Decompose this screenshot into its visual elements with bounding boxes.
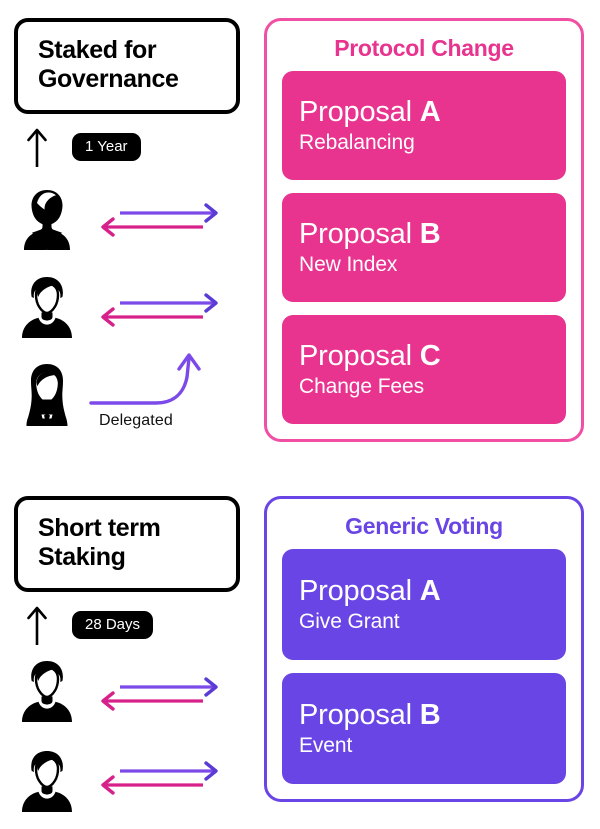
short-term-duration-row: 28 Days <box>24 604 154 646</box>
proposal-card[interactable]: Proposal A Give Grant <box>282 549 566 660</box>
governance-duration-row: 1 Year <box>24 126 141 168</box>
page-title: Staked for Governance <box>38 35 179 94</box>
proposal-card[interactable]: Proposal A Rebalancing <box>282 71 566 180</box>
short-term-staking-title-box: Short term Staking <box>14 496 240 592</box>
delegated-label: Delegated <box>99 412 173 429</box>
page-title: Short term Staking <box>38 513 161 572</box>
proposal-card-title-text: Proposal <box>299 575 420 608</box>
governance-duration-badge: 1 Year <box>72 133 141 161</box>
panel-title: Protocol Change <box>334 35 514 61</box>
avatar-suit-bob-icon <box>18 186 76 250</box>
proposal-card-letter: B <box>419 218 441 251</box>
proposal-card[interactable]: Proposal B Event <box>282 673 566 784</box>
proposal-card-subtitle: Rebalancing <box>299 130 415 154</box>
proposal-card-letter: A <box>419 575 441 608</box>
proposal-card-title-text: Proposal <box>299 340 420 373</box>
proposal-card-subtitle: New Index <box>299 252 398 276</box>
proposal-card-list: Proposal A Give Grant Proposal B Event <box>282 549 566 784</box>
proposal-card-letter: B <box>419 699 441 732</box>
proposal-card-title: Proposal B <box>299 218 566 250</box>
proposal-card-subtitle: Give Grant <box>299 609 400 633</box>
proposal-card-letter: A <box>419 96 441 129</box>
bidirectional-arrows <box>93 202 228 242</box>
proposal-card-subtitle: Change Fees <box>299 374 424 398</box>
proposal-card-letter: C <box>419 340 441 373</box>
proposal-card-title: Proposal C <box>299 340 566 372</box>
proposal-card[interactable]: Proposal B New Index <box>282 193 566 302</box>
proposal-card-title-text: Proposal <box>299 699 420 732</box>
panel-title: Generic Voting <box>345 513 503 539</box>
generic-voting-panel: Generic Voting Proposal A Give Grant Pro… <box>264 496 584 802</box>
proposal-card[interactable]: Proposal C Change Fees <box>282 315 566 424</box>
proposal-card-list: Proposal A Rebalancing Proposal B New In… <box>282 71 566 424</box>
proposal-card-title: Proposal A <box>299 96 566 128</box>
avatar-short-hair-icon <box>18 748 76 812</box>
avatar-long-hair-suit-icon <box>18 362 76 426</box>
avatar-short-hair-icon <box>18 274 76 338</box>
avatar-short-hair-icon <box>18 658 76 722</box>
delegated-curved-arrow <box>88 344 213 410</box>
proposal-card-title: Proposal A <box>299 575 566 607</box>
proposal-card-title-text: Proposal <box>299 218 420 251</box>
arrow-up-icon <box>27 128 47 167</box>
arrow-up-icon <box>27 606 47 645</box>
protocol-change-panel: Protocol Change Proposal A Rebalancing P… <box>264 18 584 442</box>
staked-governance-title-box: Staked for Governance <box>14 18 240 114</box>
proposal-card-subtitle: Event <box>299 733 353 757</box>
bidirectional-arrows <box>93 292 228 332</box>
short-term-duration-badge: 28 Days <box>72 611 154 639</box>
proposal-card-title-text: Proposal <box>299 96 420 129</box>
bidirectional-arrows <box>93 760 228 800</box>
proposal-card-title: Proposal B <box>299 699 566 731</box>
bidirectional-arrows <box>93 676 228 716</box>
